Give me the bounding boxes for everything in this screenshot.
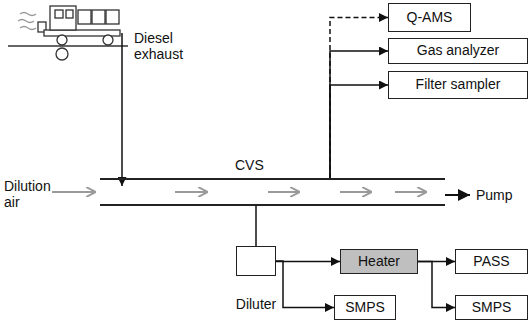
annotation-label: Diesel exhaust <box>134 30 196 62</box>
node-label: CVS <box>235 158 264 173</box>
flow-connector <box>276 261 334 308</box>
flow-connector <box>330 85 388 178</box>
truck-icon <box>8 6 128 60</box>
exhaust-arrow <box>121 33 123 186</box>
instrument-box: SMPS <box>455 295 528 320</box>
cvs-tunnel: CVS <box>100 178 445 206</box>
annotation-label: Pump <box>476 187 526 203</box>
node-label: Diluter <box>236 297 276 312</box>
flow-connector <box>330 51 388 178</box>
flow-connector <box>276 261 340 263</box>
flow-connector <box>330 18 388 179</box>
instrument-box: PASS <box>455 249 528 274</box>
annotation-label: Dilution air <box>4 178 54 210</box>
instrument-box: Filter sampler <box>388 71 528 99</box>
node-label: SMPS <box>472 300 512 315</box>
flow-connector <box>255 206 257 246</box>
node-label: PASS <box>473 254 509 269</box>
node-label: SMPS <box>345 300 385 315</box>
diluter-box: Diluter <box>236 246 276 276</box>
node-label: Filter sampler <box>416 77 501 92</box>
instrument-box: Q-AMS <box>388 3 471 32</box>
dilution-flow-arrows <box>52 191 427 193</box>
node-label: Gas analyzer <box>417 43 499 58</box>
node-label: Q-AMS <box>407 10 453 25</box>
pump-arrow <box>445 194 470 196</box>
instrument-box: SMPS <box>334 295 396 320</box>
heater-box: Heater <box>340 249 418 274</box>
instrument-box: Gas analyzer <box>388 38 528 64</box>
node-label: Heater <box>358 254 400 269</box>
flow-connector <box>418 262 455 308</box>
